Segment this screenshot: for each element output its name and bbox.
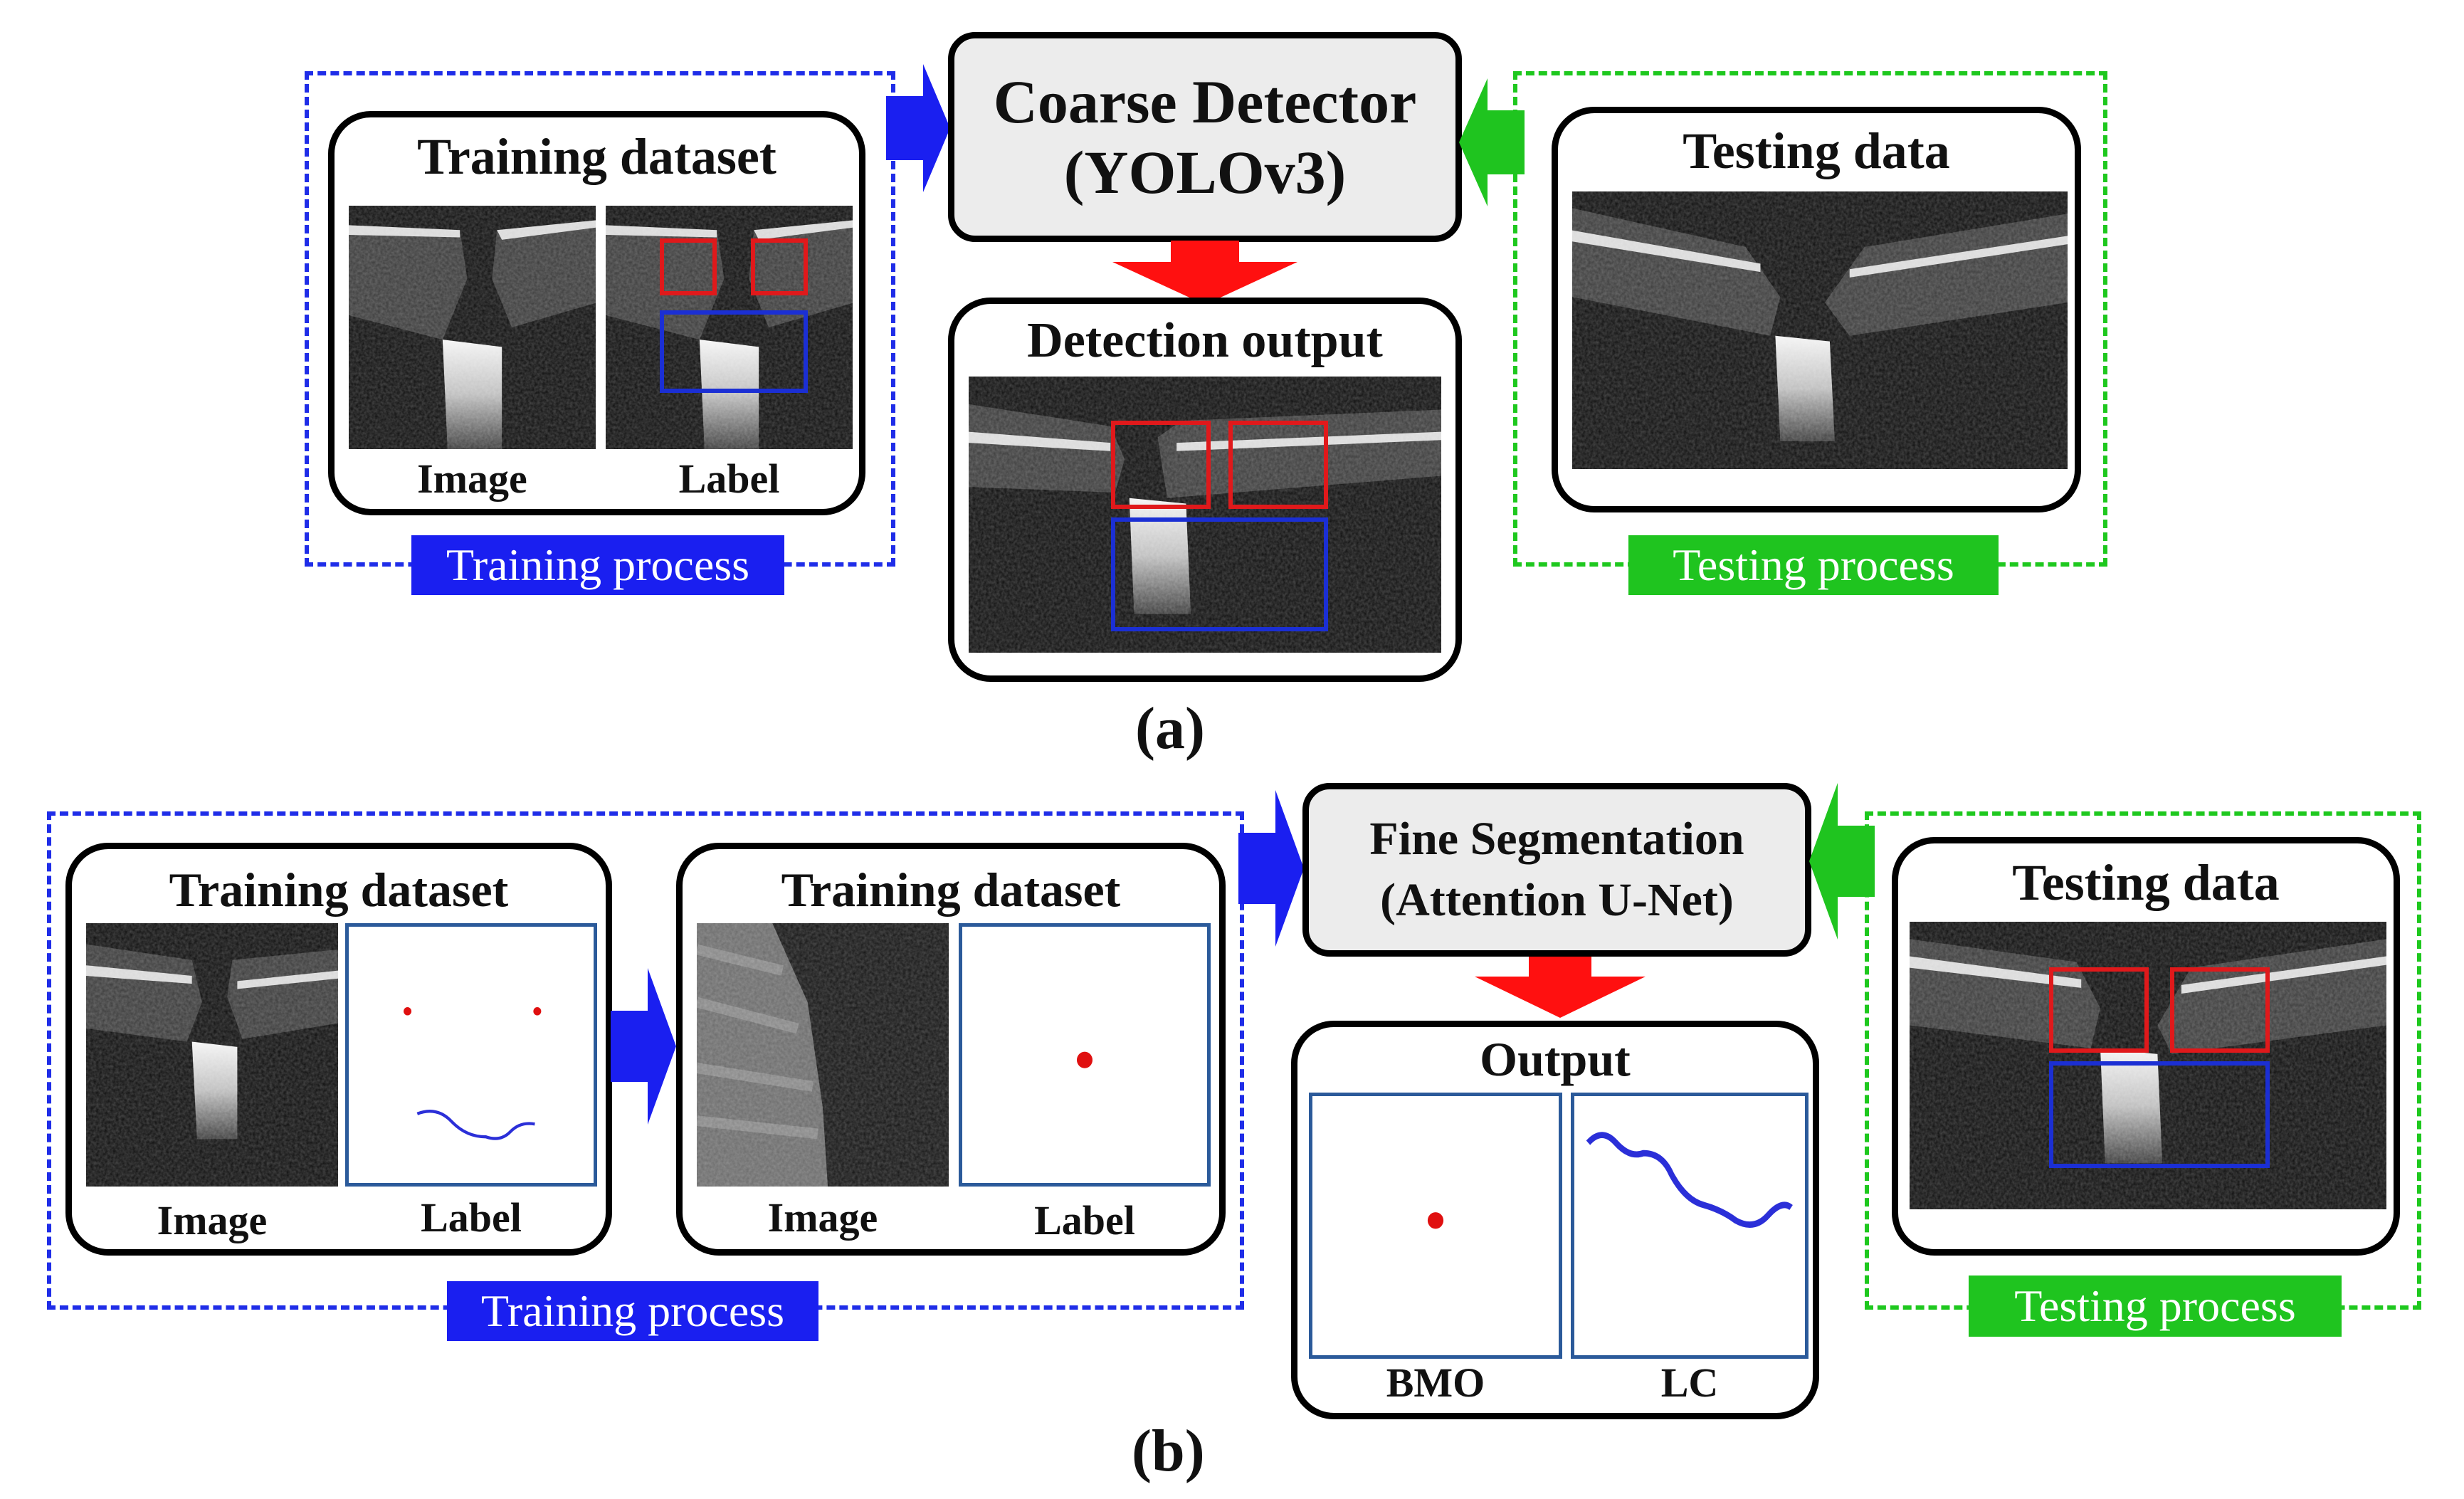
label-caption: Label xyxy=(678,456,780,502)
lc-box xyxy=(1111,517,1328,631)
oct-label-image xyxy=(606,206,853,449)
fine-segmentation-box: Fine Segmentation (Attention U-Net) xyxy=(1302,783,1811,957)
training-dataset-panel-a: Training dataset Image Label xyxy=(328,111,865,515)
label-caption: Label xyxy=(421,1194,522,1241)
panel-title: Training dataset xyxy=(417,128,776,185)
image-caption: Image xyxy=(417,456,527,502)
green-arrow-icon xyxy=(1809,783,1875,940)
oct-testing-image xyxy=(1910,922,2386,1209)
panel-title: Testing data xyxy=(1683,122,1950,179)
panel-title: Output xyxy=(1480,1032,1631,1086)
training-dataset-panel-b2: Training dataset Image Label xyxy=(676,843,1226,1256)
blue-arrow-icon xyxy=(611,968,676,1125)
oct-image xyxy=(86,923,338,1187)
segmenter-model: (Attention U-Net) xyxy=(1380,874,1734,926)
bmo-left-box xyxy=(2049,967,2149,1053)
bmo-right-box xyxy=(2170,967,2270,1053)
lc-caption: LC xyxy=(1660,1359,1719,1406)
blue-arrow-icon xyxy=(886,64,950,192)
label-mask-image xyxy=(959,923,1211,1187)
training-dataset-panel-b1: Training dataset Image Label xyxy=(65,843,612,1256)
subfigure-label-a: (a) xyxy=(1135,695,1205,762)
testing-data-panel-b: Testing data xyxy=(1892,837,2400,1256)
bmo-output-image xyxy=(1309,1093,1562,1359)
subfigure-label-b: (b) xyxy=(1132,1418,1205,1484)
label-mask-image xyxy=(345,923,597,1187)
blue-arrow-icon xyxy=(1238,790,1304,947)
testing-data-panel-a: Testing data xyxy=(1552,107,2081,512)
segmenter-name: Fine Segmentation xyxy=(1369,813,1744,866)
green-arrow-icon xyxy=(1459,78,1525,206)
oct-crop-image xyxy=(697,923,949,1187)
bmo-left-box xyxy=(660,238,717,295)
lc-box xyxy=(660,310,808,393)
oct-image xyxy=(349,206,596,449)
bmo-right-box xyxy=(751,238,808,295)
testing-process-tag-a: Testing process xyxy=(1628,535,1999,595)
lc-box xyxy=(2049,1061,2270,1168)
bmo-caption: BMO xyxy=(1386,1359,1485,1406)
bmo-left-box xyxy=(1111,421,1211,509)
red-down-arrow-icon xyxy=(1475,957,1646,1018)
detector-name: Coarse Detector xyxy=(993,67,1417,136)
panel-title: Training dataset xyxy=(781,863,1121,917)
panel-title: Detection output xyxy=(1027,313,1383,368)
oct-testing-image xyxy=(1572,191,2068,469)
training-process-tag-b: Training process xyxy=(447,1281,818,1341)
detection-output-panel: Detection output xyxy=(948,298,1462,682)
lc-output-image xyxy=(1571,1093,1808,1359)
panel-title: Testing data xyxy=(2012,854,2280,911)
coarse-detector-box: Coarse Detector (YOLOv3) xyxy=(948,32,1462,242)
red-down-arrow-icon xyxy=(1112,241,1297,305)
bmo-right-box xyxy=(1228,421,1328,509)
output-panel: Output BMO LC xyxy=(1291,1021,1819,1419)
image-caption: Image xyxy=(157,1197,268,1243)
detector-model: (YOLOv3) xyxy=(1063,137,1347,206)
label-caption: Label xyxy=(1034,1197,1135,1243)
image-caption: Image xyxy=(767,1194,878,1241)
panel-title: Training dataset xyxy=(169,863,509,917)
testing-process-tag-b: Testing process xyxy=(1969,1276,2342,1337)
oct-detection-image xyxy=(969,377,1441,653)
training-process-tag-a: Training process xyxy=(411,535,784,595)
